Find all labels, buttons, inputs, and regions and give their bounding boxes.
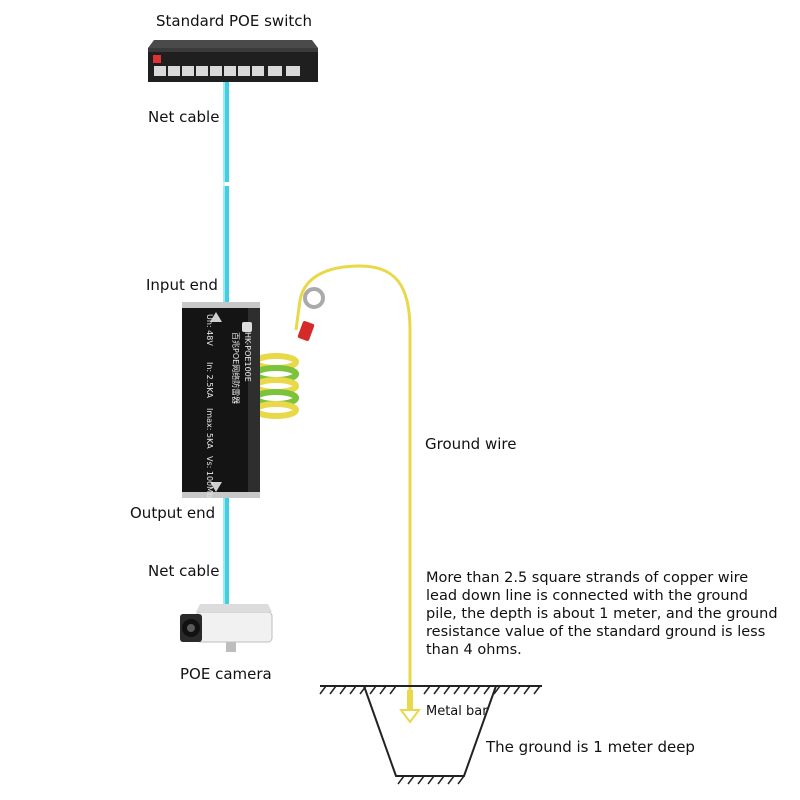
net-cable-top (223, 82, 229, 302)
camera-label: POE camera (180, 665, 272, 683)
grounding-description: More than 2.5 square strands of copper w… (426, 569, 778, 659)
surge-protector-device (182, 302, 260, 498)
ground-coil (253, 353, 299, 419)
ground-depth-label: The ground is 1 meter deep (486, 738, 695, 756)
ground-wire-label: Ground wire (425, 435, 517, 453)
input-end-label: Input end (146, 276, 218, 294)
description-line: resistance value of the standard ground … (426, 624, 766, 640)
device-model-text: HK-POE100E (243, 332, 252, 382)
net-cable-bottom-label: Net cable (148, 562, 220, 580)
brand-logo-icon (242, 322, 252, 332)
output-end-label: Output end (130, 504, 216, 522)
poe-switch-icon (148, 40, 318, 82)
switch-label: Standard POE switch (156, 12, 312, 30)
poe-camera-icon (180, 604, 273, 652)
description-line: pile, the depth is about 1 meter, and th… (426, 606, 778, 622)
ring-terminal-icon (297, 287, 325, 341)
net-cable-top-label: Net cable (148, 108, 220, 126)
metal-bar-label: Metal bar (426, 704, 488, 719)
device-un-text: Un: 48V (205, 314, 214, 346)
description-line: lead down line is connected with the gro… (426, 588, 748, 604)
ground-wire (294, 264, 421, 724)
device-label-group: 百兆POE网络防雷器 HK-POE100E Un: 48V In: 2.5KA … (182, 302, 260, 498)
ground-pit (319, 685, 542, 785)
device-in-text: In: 2.5KA (205, 362, 214, 398)
description-line: More than 2.5 square strands of copper w… (426, 570, 749, 586)
net-cable-bottom (223, 498, 229, 612)
description-line: than 4 ohms. (426, 642, 522, 658)
device-imax-text: Imax: 5KA (205, 408, 214, 449)
device-name-text: 百兆POE网络防雷器 (231, 332, 240, 405)
device-vs-text: Vs: 100Mbps (205, 456, 214, 498)
